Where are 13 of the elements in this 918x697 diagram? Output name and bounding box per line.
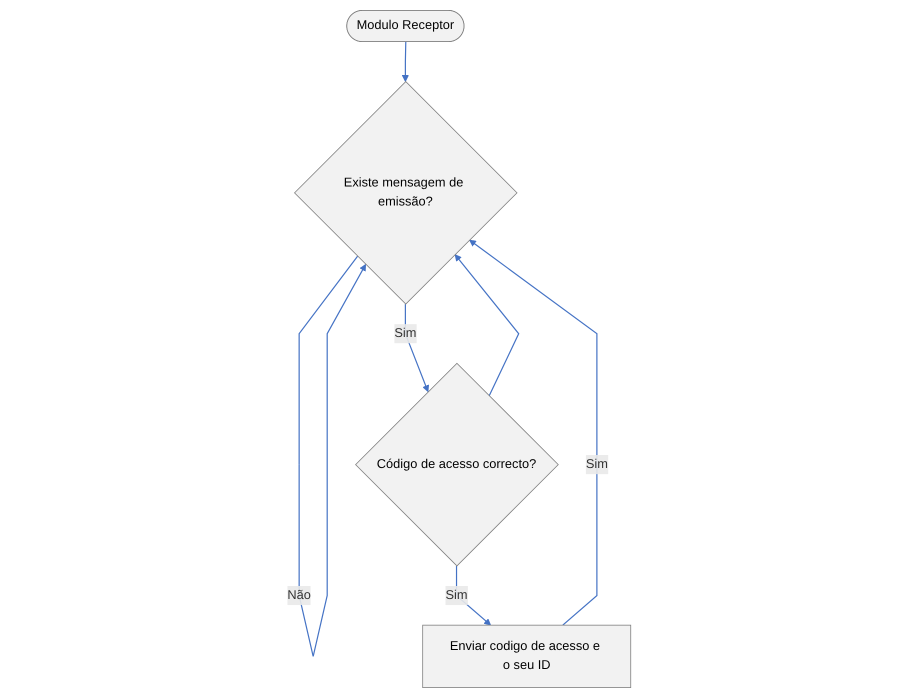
node-diamond: Existe mensagem de emissão? (294, 80, 518, 304)
arrow (404, 304, 429, 392)
edge-label: Sim (586, 456, 608, 471)
arrow (454, 254, 520, 396)
arrow (469, 239, 598, 626)
arrow (456, 565, 491, 625)
edge-label: Não (287, 588, 311, 602)
node-diamond: Código de acesso correcto? (354, 362, 559, 566)
node-box: Enviar codigo de acesso e o seu ID (422, 624, 632, 688)
edge-label: Sim (394, 326, 416, 340)
arrow (402, 42, 409, 82)
arrow (298, 255, 366, 656)
edge-label: Sim (445, 588, 468, 602)
